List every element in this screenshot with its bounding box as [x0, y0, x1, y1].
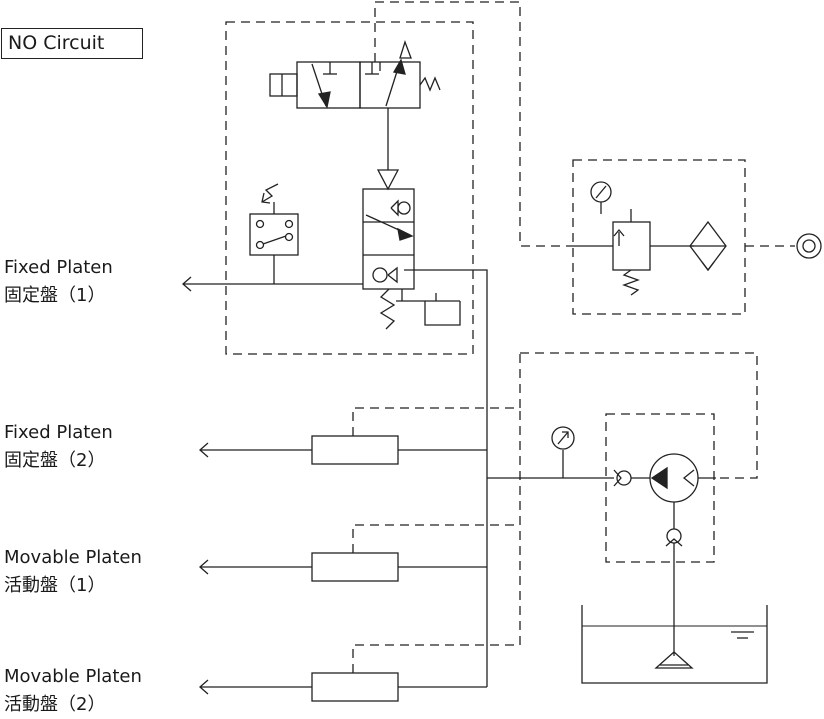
main-lines: [182, 269, 614, 687]
output-label-zh: 活動盤（1）: [4, 575, 106, 596]
output-label-en: Fixed Platen: [4, 257, 113, 278]
output-label-en: Movable Platen: [4, 666, 142, 687]
check-valve-icon: [613, 469, 683, 656]
tank-icon: [581, 605, 768, 684]
pilot-lines: [352, 1, 795, 673]
output-label-zh: 活動盤（2）: [4, 694, 106, 715]
pressure-regulator-icon: [573, 209, 694, 296]
output-label-en: Fixed Platen: [4, 422, 113, 443]
output-label-zh: 固定盤（1）: [4, 285, 106, 306]
pressure-switch-icon: [249, 183, 299, 284]
diagram-title: NO Circuit: [1, 28, 143, 59]
enclosure-boxes: [225, 21, 746, 563]
air-source-icon: [796, 233, 822, 259]
output-label-en: Movable Platen: [4, 547, 142, 568]
output-label-zh: 固定盤（2）: [4, 450, 106, 471]
pressure-gauge-icon: [551, 181, 612, 450]
pump-icon: [649, 453, 716, 503]
solenoid-valve-icon: [269, 39, 441, 191]
pilot-check-valve-icon: [362, 188, 461, 330]
filter-icon: [689, 220, 727, 272]
cylinder-icon: [199, 435, 487, 702]
